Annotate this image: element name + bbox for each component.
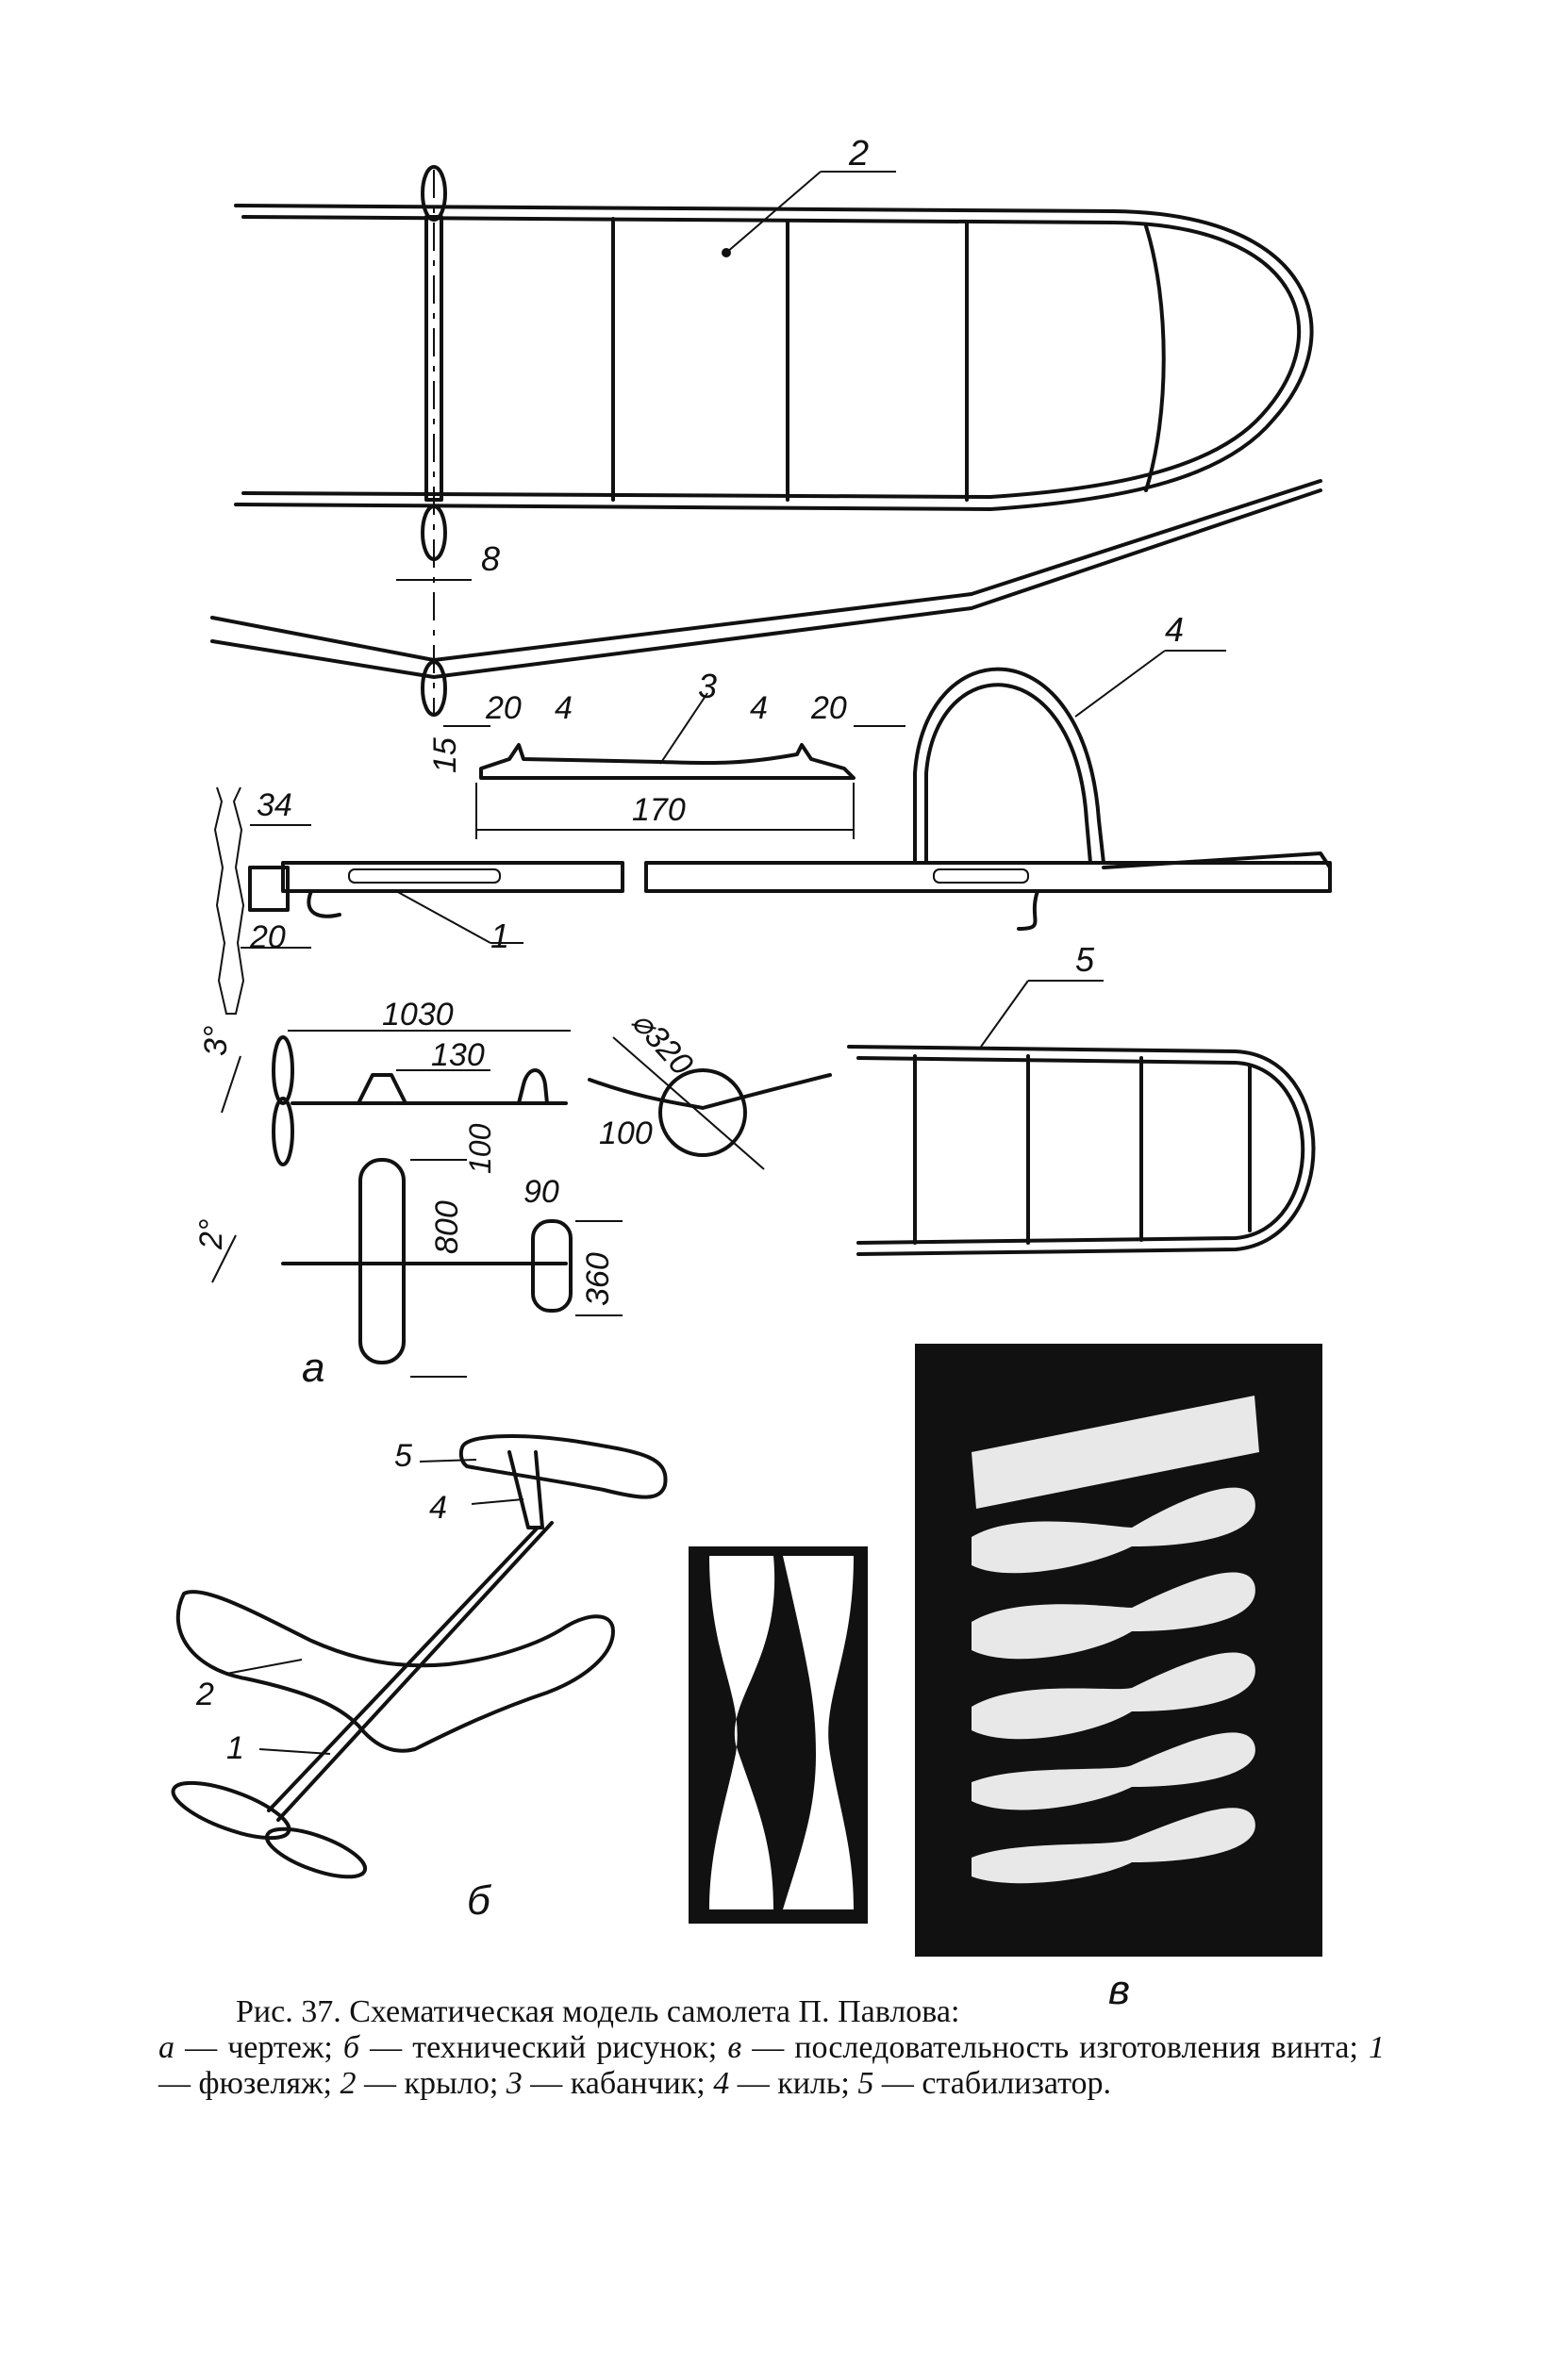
caption-num-4: 4 xyxy=(713,2066,730,2101)
overall-length-dim: 1030 xyxy=(382,997,454,1033)
caption-text-5: — стабилизатор. xyxy=(873,2066,1112,2101)
fin-offset-dim: 90 xyxy=(523,1174,559,1210)
side-angle: 3° xyxy=(198,1025,234,1056)
figure-caption: Рис. 37. Схематическая модель самолета П… xyxy=(158,1994,1385,2102)
cabane-right-width: 4 xyxy=(750,690,768,726)
figure-37-drawing: 2 8 20 4 3 4 20 15 170 4 xyxy=(171,134,1332,2013)
tech-stabilizer-number: 5 xyxy=(394,1438,412,1474)
caption-text-a: — чертеж; xyxy=(174,2030,343,2065)
tail-length-dim: 100 xyxy=(599,1116,653,1151)
tech-fuselage-number: 1 xyxy=(226,1730,244,1766)
stabilizer-part-number: 5 xyxy=(1075,940,1095,979)
panel-label-a: а xyxy=(302,1345,324,1391)
caption-key-v: в xyxy=(727,2030,742,2065)
panel-label-b: б xyxy=(467,1877,492,1924)
fuselage-side-view: 34 20 1 xyxy=(213,786,1332,1015)
cabane-height: 15 xyxy=(427,737,463,773)
caption-text-1: — фюзеляж; xyxy=(158,2066,341,2101)
wing-part-number: 2 xyxy=(848,134,869,174)
wing-span-dim: 800 xyxy=(429,1200,465,1254)
wing-mount-dim: 8 xyxy=(481,539,500,578)
cabane-right-offset: 20 xyxy=(810,690,847,726)
tech-wing-number: 2 xyxy=(195,1677,214,1712)
panel-label-v: в xyxy=(1108,1967,1130,2013)
stabilizer-plan: 5 xyxy=(847,940,1316,1256)
caption-key-b: б xyxy=(342,2030,360,2065)
cabane-detail: 20 4 3 4 20 15 170 xyxy=(427,667,905,839)
nose-offset-dim: 20 xyxy=(249,919,286,955)
cabane-part-number: 3 xyxy=(698,667,717,705)
prop-blank-template xyxy=(689,1546,868,1924)
tech-fin-number: 4 xyxy=(429,1490,447,1526)
nose-block-dim: 34 xyxy=(257,787,292,823)
side-profile: 3° 1030 130 100 90 100 xyxy=(198,997,653,1210)
prop-carving-photo: в xyxy=(915,1344,1322,2013)
tech-drawing: 5 4 2 1 б xyxy=(171,1434,668,1924)
top-angle: 2° xyxy=(193,1218,229,1250)
wing-plan: 2 8 xyxy=(234,134,1314,717)
caption-num-2: 2 xyxy=(340,2066,357,2101)
caption-num-5: 5 xyxy=(857,2066,874,2101)
caption-text-3: — кабанчик; xyxy=(522,2066,714,2101)
caption-key-a: а xyxy=(158,2030,174,2065)
top-view: 2° 800 360 а xyxy=(193,1158,623,1391)
caption-num-1: 1 xyxy=(1369,2030,1385,2065)
cabane-length: 170 xyxy=(632,792,686,828)
stab-span-dim: 360 xyxy=(580,1252,616,1306)
cabane-left-width: 4 xyxy=(555,690,573,726)
caption-text-4: — киль; xyxy=(729,2066,858,2101)
caption-body: а — чертеж; б — технический рисунок; в —… xyxy=(158,2030,1385,2102)
caption-text-v: — последовательность изготовления винта; xyxy=(741,2030,1369,2065)
caption-num-3: 3 xyxy=(506,2066,523,2101)
wing-front-view xyxy=(210,479,1322,717)
caption-title: Рис. 37. Схематическая модель самолета П… xyxy=(236,1994,960,2029)
caption-text-b: — технический рисунок; xyxy=(359,2030,728,2065)
prop-diameter-dim: ⌀320 xyxy=(624,1004,700,1083)
fin-part-number: 4 xyxy=(1165,610,1184,649)
fuselage-part-number: 1 xyxy=(490,917,509,955)
caption-text-2: — крыло; xyxy=(356,2066,507,2101)
fin-profile: 4 xyxy=(913,610,1226,865)
wing-position-dim: 130 xyxy=(431,1037,485,1073)
cabane-left-offset: 20 xyxy=(485,690,522,726)
fin-height-dim: 100 xyxy=(463,1123,497,1174)
